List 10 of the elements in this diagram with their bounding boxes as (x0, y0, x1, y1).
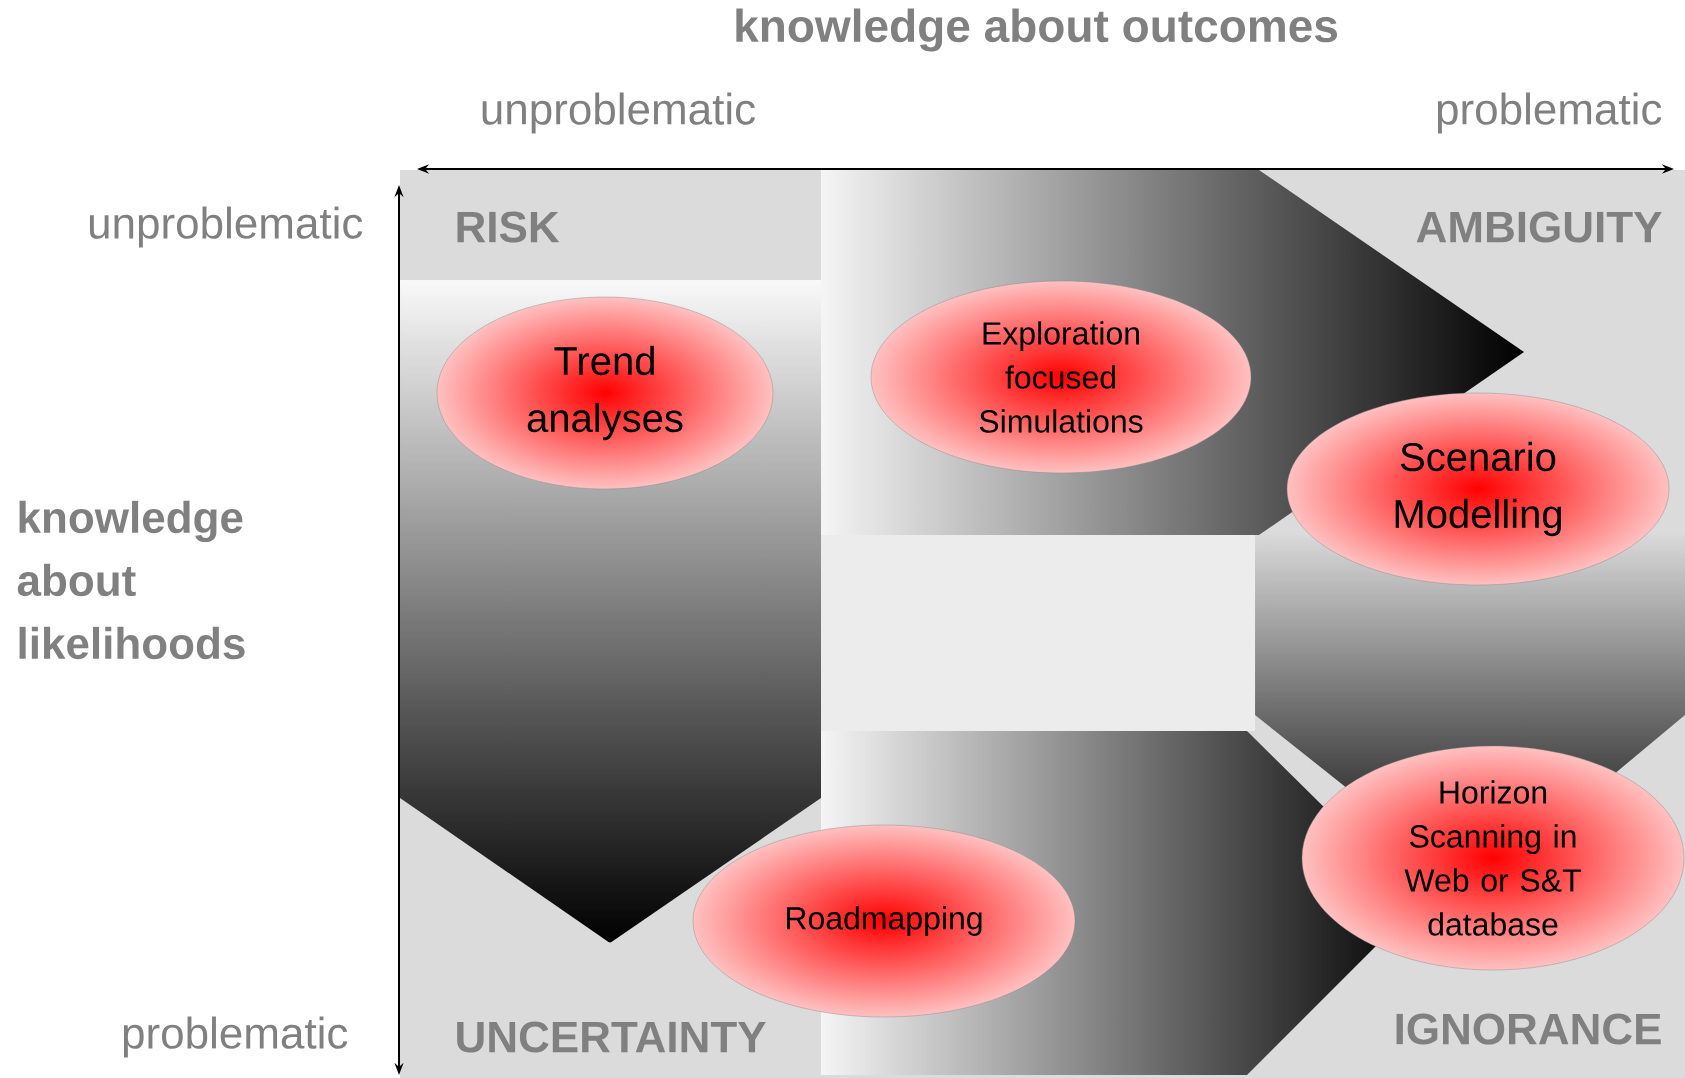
quadrant-label: UNCERTAINTY (457, 1021, 766, 1053)
axis-label: problematic (1437, 92, 1662, 134)
axis-label: unproblematic (482, 92, 755, 134)
axis-title: knowledge about likelihoods (17, 500, 245, 660)
quadrant-label: RISK (457, 211, 560, 243)
quadrant-label: IGNORANCE (1396, 1013, 1661, 1045)
axis-label: unproblematic (89, 206, 363, 248)
axis-label: problematic (123, 1016, 348, 1058)
axis-title: knowledge about outcomes (736, 8, 1337, 52)
quadrant-label: AMBIGUITY (1416, 211, 1662, 243)
